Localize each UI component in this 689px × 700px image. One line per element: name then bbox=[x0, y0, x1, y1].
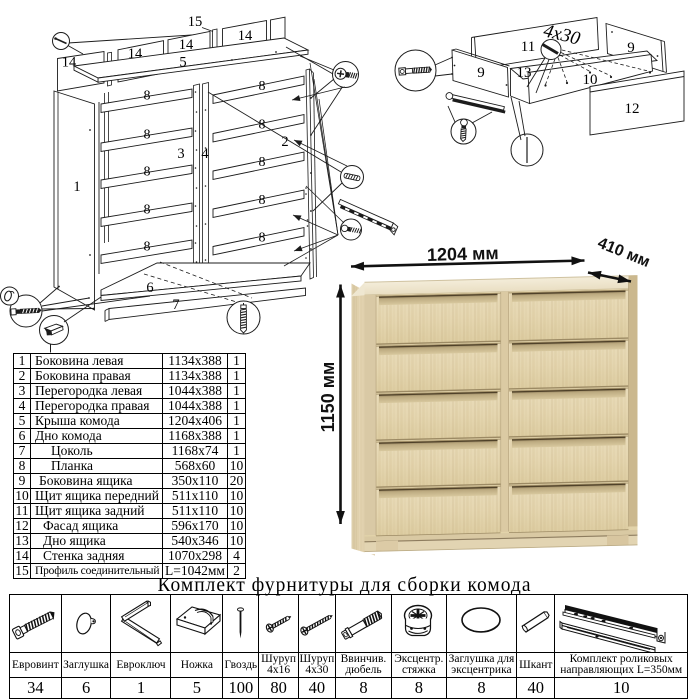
svg-text:8: 8 bbox=[259, 231, 266, 246]
svg-text:2: 2 bbox=[281, 134, 288, 150]
svg-text:11: 11 bbox=[521, 39, 535, 55]
svg-text:3: 3 bbox=[177, 146, 184, 162]
svg-text:9: 9 bbox=[627, 40, 635, 56]
svg-text:1150 мм: 1150 мм bbox=[318, 362, 338, 433]
svg-text:10: 10 bbox=[583, 72, 598, 88]
svg-text:14: 14 bbox=[238, 28, 253, 44]
svg-text:8: 8 bbox=[144, 128, 151, 143]
svg-text:4: 4 bbox=[201, 146, 209, 162]
svg-text:8: 8 bbox=[144, 89, 151, 104]
svg-text:5: 5 bbox=[179, 55, 186, 71]
svg-text:1204 мм: 1204 мм bbox=[427, 243, 499, 265]
svg-text:8: 8 bbox=[144, 165, 151, 180]
svg-text:8: 8 bbox=[144, 240, 151, 255]
svg-text:6: 6 bbox=[146, 280, 153, 296]
svg-text:15: 15 bbox=[188, 14, 203, 30]
svg-text:12: 12 bbox=[625, 101, 640, 117]
svg-text:8: 8 bbox=[144, 203, 151, 218]
svg-text:8: 8 bbox=[259, 193, 266, 208]
svg-text:14: 14 bbox=[179, 37, 194, 53]
svg-text:13: 13 bbox=[517, 65, 532, 81]
svg-text:8: 8 bbox=[259, 79, 266, 94]
svg-text:9: 9 bbox=[477, 65, 485, 81]
svg-text:8: 8 bbox=[259, 155, 266, 170]
svg-text:7: 7 bbox=[172, 297, 179, 313]
svg-text:410 мм: 410 мм bbox=[595, 235, 652, 271]
svg-text:1: 1 bbox=[73, 179, 80, 195]
svg-text:14: 14 bbox=[62, 55, 77, 71]
